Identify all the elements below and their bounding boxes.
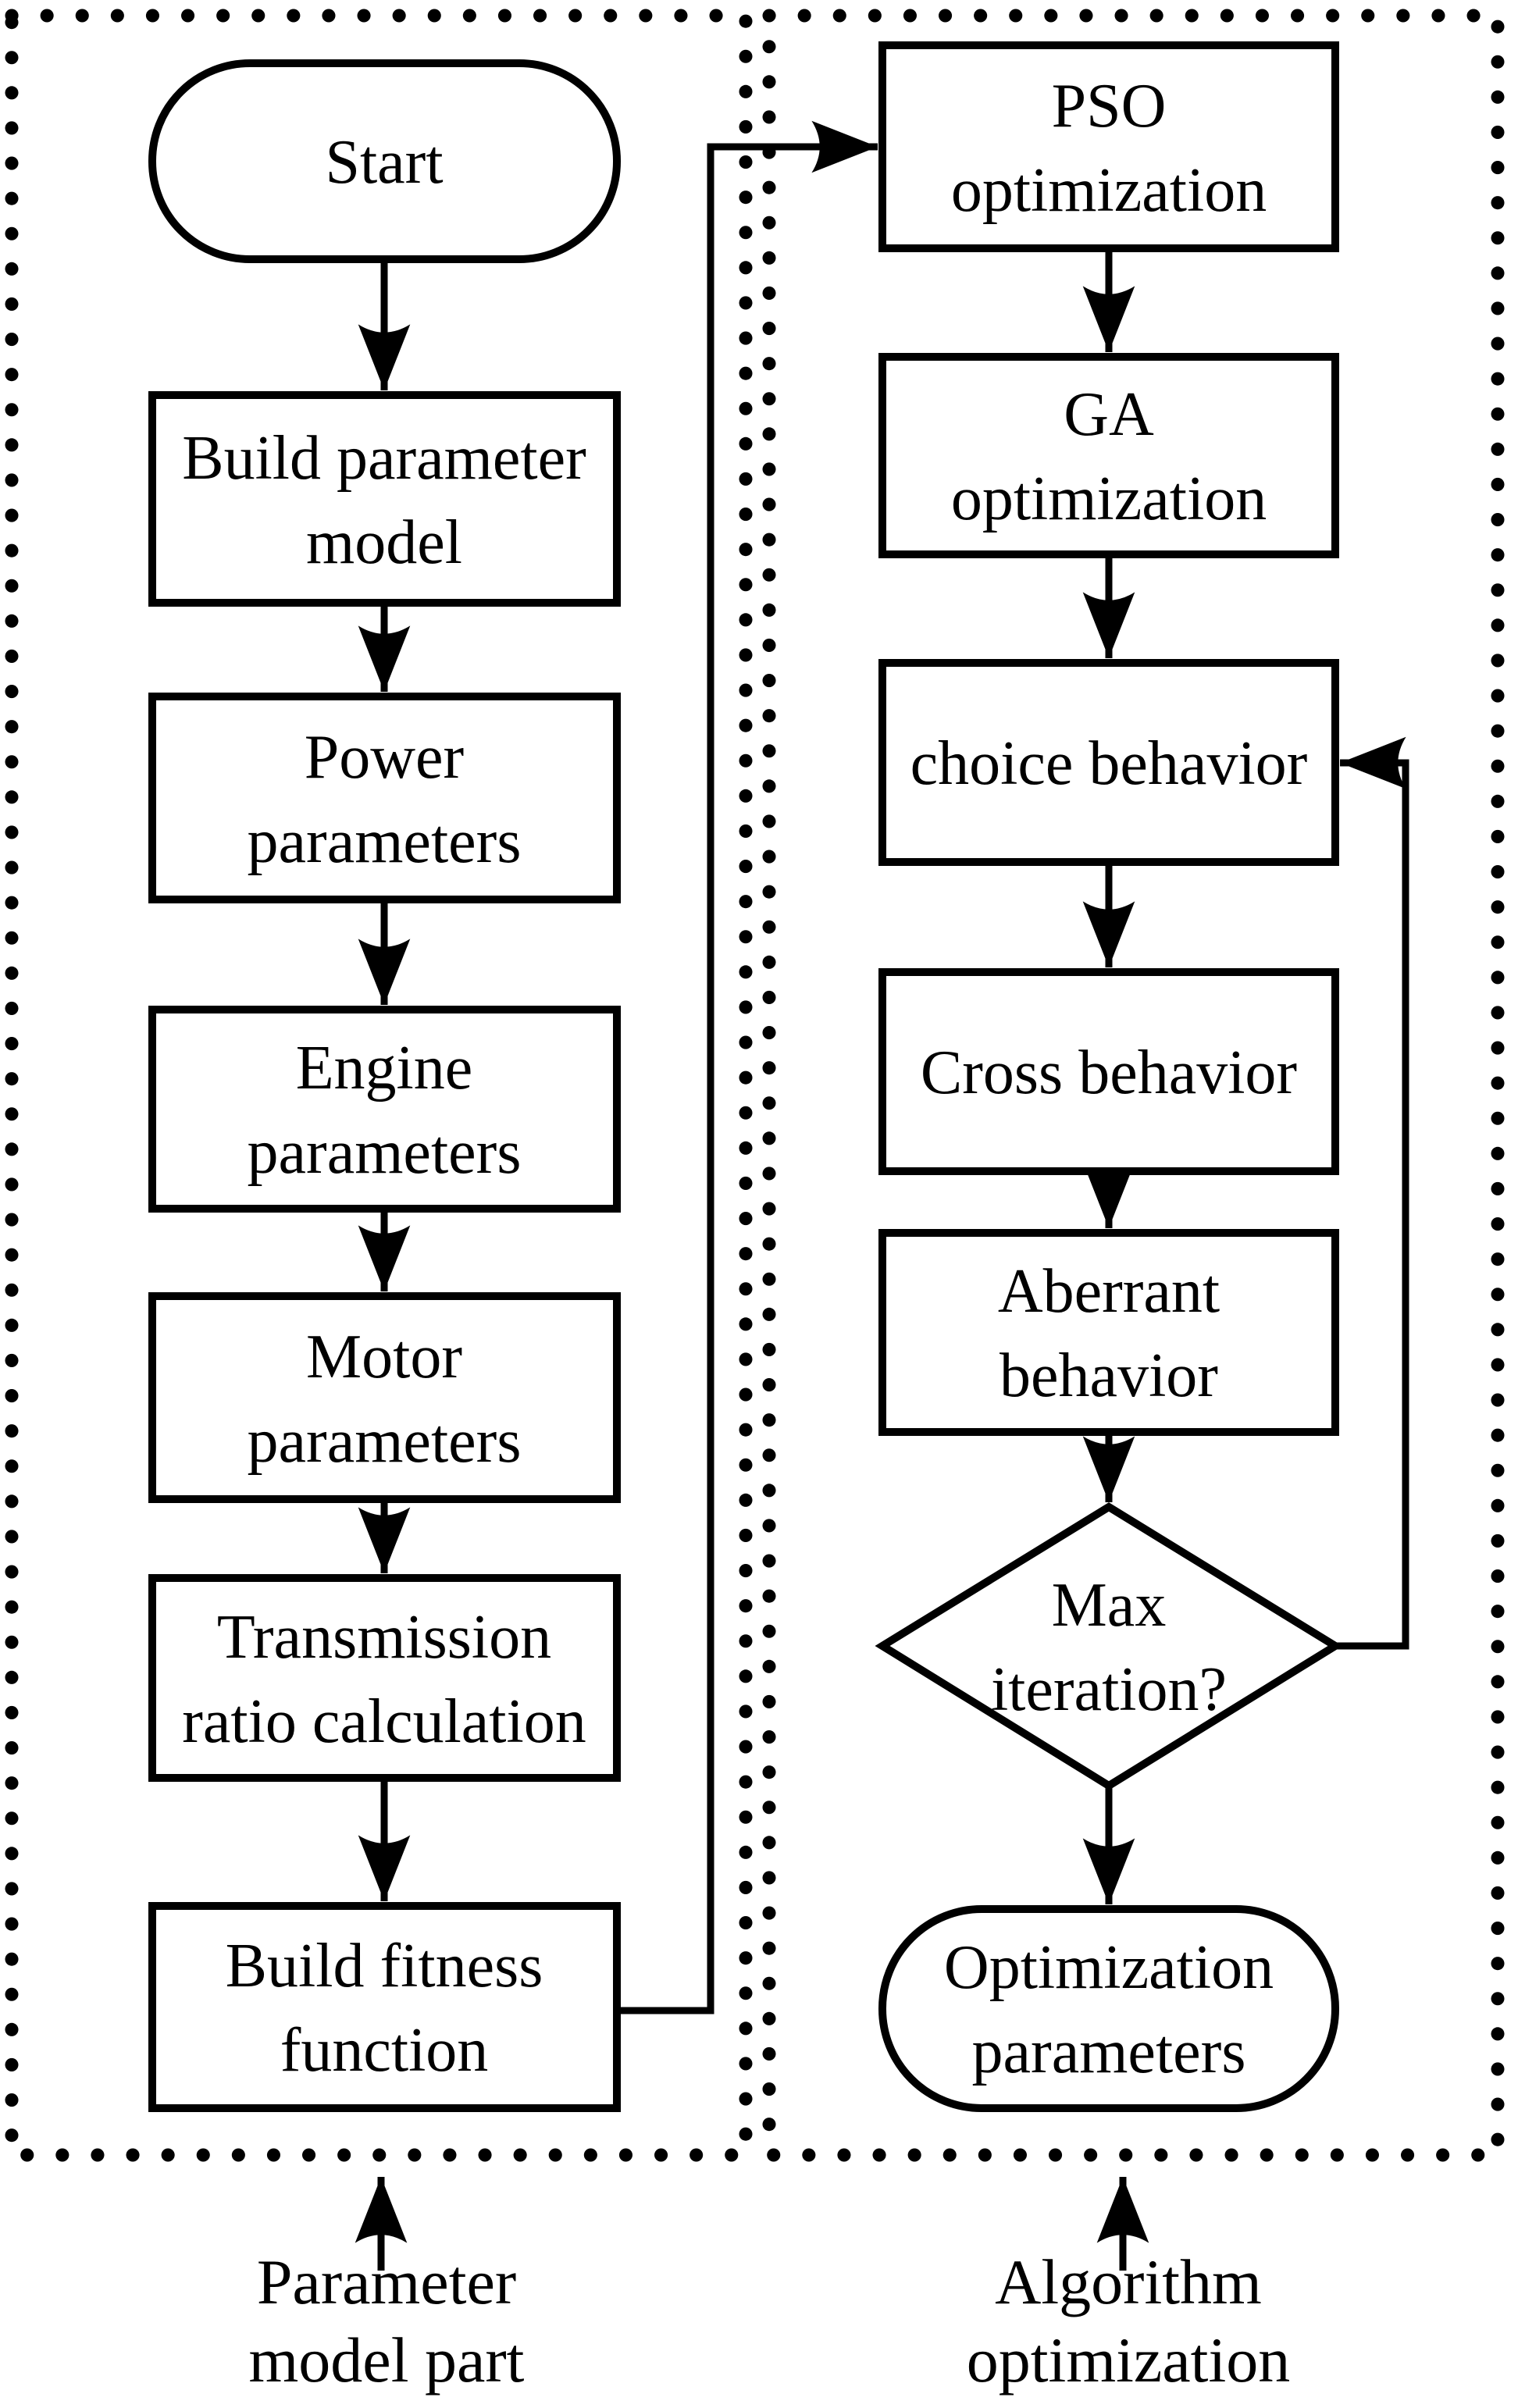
- optimization-parameters-label-line1: Optimization: [944, 1933, 1274, 2002]
- node-build-fitness-function: Build fitness function: [148, 1902, 621, 2112]
- optimization-parameters-label-line2: parameters: [972, 2018, 1246, 2086]
- caption-parameter-model-line2: model part: [249, 2324, 525, 2396]
- caption-algorithm-optimization-line2: optimization: [967, 2324, 1290, 2396]
- power-parameters-label-line2: parameters: [248, 807, 522, 876]
- optimization-parameters-shape: [878, 1905, 1339, 2112]
- choice-behavior-label: choice behavior: [910, 729, 1308, 798]
- node-build-parameter-model: Build parameter model: [148, 391, 621, 607]
- start-label: Start: [325, 128, 443, 197]
- engine-parameters-shape: [148, 1006, 621, 1213]
- max-iteration-diamond-shape: [875, 1502, 1343, 1790]
- start-terminator-shape: [148, 59, 621, 263]
- power-parameters-label-line1: Power: [305, 723, 464, 792]
- aberrant-behavior-label-line1: Aberrant: [998, 1257, 1220, 1326]
- choice-behavior-shape: [878, 659, 1339, 866]
- pso-optimization-label-line1: PSO: [1052, 72, 1167, 141]
- build-parameter-model-shape: [148, 391, 621, 607]
- build-fitness-function-label-line1: Build fitness: [226, 1932, 543, 2000]
- caption-algorithm-optimization: Algorithm optimization: [967, 2176, 1290, 2396]
- caption-algorithm-optimization-line1: Algorithm: [995, 2246, 1262, 2317]
- engine-parameters-label-line1: Engine: [296, 1034, 473, 1102]
- build-parameter-model-label-line2: model: [306, 508, 462, 577]
- node-power-parameters: Power parameters: [148, 693, 621, 903]
- motor-parameters-label-line2: parameters: [248, 1407, 522, 1476]
- node-engine-parameters: Engine parameters: [148, 1006, 621, 1213]
- cross-behavior-shape: [878, 968, 1339, 1175]
- node-start: Start: [148, 59, 621, 263]
- build-fitness-function-shape: [148, 1902, 621, 2112]
- node-cross-behavior: Cross behavior: [878, 968, 1339, 1175]
- pso-optimization-shape: [878, 41, 1339, 252]
- cross-behavior-label: Cross behavior: [921, 1038, 1297, 1107]
- node-optimization-parameters: Optimization parameters: [878, 1905, 1339, 2112]
- build-fitness-function-label-line2: function: [280, 2016, 489, 2085]
- ga-optimization-label-line2: optimization: [951, 465, 1267, 533]
- parameter-model-panel-dotted-border: [5, 9, 753, 2162]
- node-choice-behavior: choice behavior: [878, 659, 1339, 866]
- transmission-ratio-shape: [148, 1574, 621, 1782]
- motor-parameters-label-line1: Motor: [306, 1323, 462, 1391]
- algorithm-optimization-panel-dotted-border: [762, 9, 1505, 2162]
- node-max-iteration-decision: Max iteration?: [875, 1502, 1343, 1790]
- caption-parameter-model-part: Parameter model part: [249, 2176, 525, 2396]
- max-iteration-label-line2: iteration?: [991, 1655, 1227, 1724]
- aberrant-behavior-shape: [878, 1229, 1339, 1436]
- build-parameter-model-label-line1: Build parameter: [182, 424, 586, 493]
- max-iteration-label-line1: Max: [1052, 1571, 1167, 1640]
- caption-parameter-model-line1: Parameter: [257, 2246, 516, 2317]
- pso-optimization-label-line2: optimization: [951, 156, 1267, 225]
- node-transmission-ratio-calculation: Transmission ratio calculation: [148, 1574, 621, 1782]
- node-motor-parameters: Motor parameters: [148, 1292, 621, 1503]
- engine-parameters-label-line2: parameters: [248, 1118, 522, 1187]
- transmission-ratio-label-line1: Transmission: [217, 1603, 551, 1672]
- power-parameters-shape: [148, 693, 621, 903]
- transmission-ratio-label-line2: ratio calculation: [182, 1687, 586, 1756]
- node-pso-optimization: PSO optimization: [878, 41, 1339, 252]
- ga-optimization-shape: [878, 353, 1339, 558]
- motor-parameters-shape: [148, 1292, 621, 1503]
- connector-decision-feedback-to-choice: [1335, 736, 1409, 1650]
- ga-optimization-label-line1: GA: [1064, 380, 1154, 449]
- connector-fitness-to-pso: [617, 120, 878, 2014]
- node-aberrant-behavior: Aberrant behavior: [878, 1229, 1339, 1436]
- aberrant-behavior-label-line2: behavior: [1000, 1341, 1218, 1410]
- node-ga-optimization: GA optimization: [878, 353, 1339, 558]
